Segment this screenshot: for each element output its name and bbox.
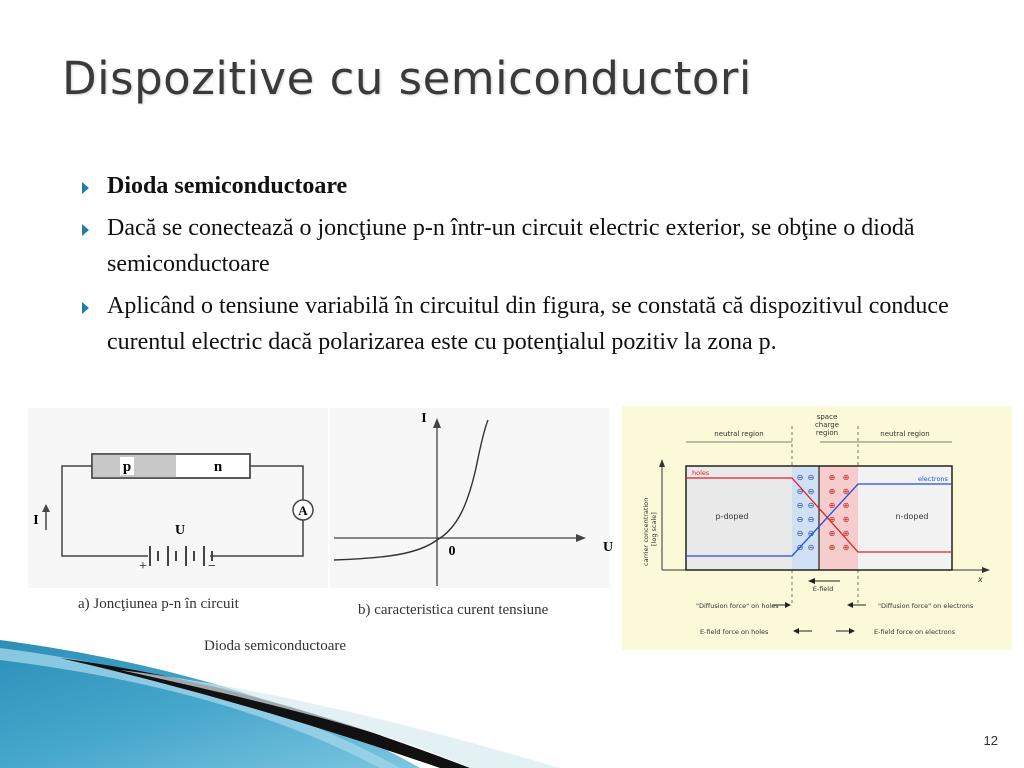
graph-x-label: U bbox=[603, 540, 613, 555]
electrons-line bbox=[686, 483, 952, 557]
holes-label: holes bbox=[692, 469, 710, 477]
svg-text:⊕: ⊕ bbox=[843, 515, 850, 524]
svg-text:⊕: ⊕ bbox=[829, 543, 836, 552]
caption-a: a) Joncţiunea p-n în circuit bbox=[78, 596, 240, 612]
svg-text:⊕: ⊕ bbox=[829, 515, 836, 524]
svg-text:⊕: ⊕ bbox=[843, 501, 850, 510]
arrow-left-icon bbox=[793, 628, 799, 634]
bullet-text: Aplicând o tensiune variabilă în circuit… bbox=[107, 293, 949, 355]
svg-text:⊕: ⊕ bbox=[829, 487, 836, 496]
graph-origin-label: 0 bbox=[449, 544, 456, 559]
svg-text:⊖: ⊖ bbox=[808, 543, 815, 552]
voltage-label: U bbox=[175, 523, 185, 538]
bullet-arrow-icon bbox=[82, 302, 89, 314]
diagram-y-label-2: [log scale] bbox=[650, 512, 658, 546]
ammeter-label: A bbox=[298, 503, 308, 518]
electrons-label: electrons bbox=[918, 475, 949, 483]
svg-text:⊕: ⊕ bbox=[843, 487, 850, 496]
space-charge-label-1: space bbox=[817, 413, 838, 421]
current-label: I bbox=[33, 513, 38, 528]
circuit-wire bbox=[61, 465, 148, 557]
space-charge-label-3: region bbox=[816, 429, 838, 437]
svg-text:⊕: ⊕ bbox=[829, 501, 836, 510]
caption-b: b) caracteristica curent tensiune bbox=[358, 602, 549, 618]
p-doped-region bbox=[686, 466, 792, 570]
n-doped-region bbox=[858, 466, 952, 570]
graph-panel bbox=[330, 408, 610, 588]
plus-label: + bbox=[139, 559, 147, 574]
diagram-y-label-1: carrier concentration bbox=[642, 498, 650, 566]
bullet-arrow-icon bbox=[82, 224, 89, 236]
page-number: 12 bbox=[983, 733, 998, 748]
negative-ions: ⊖⊖ ⊖⊖ ⊖⊖ ⊖⊖ ⊖⊖ ⊖⊖ bbox=[797, 473, 815, 552]
circuit-wire bbox=[210, 520, 304, 557]
diffusion-electrons-label: "Diffusion force" on electrons bbox=[878, 602, 974, 610]
svg-text:⊖: ⊖ bbox=[808, 529, 815, 538]
battery-icon bbox=[149, 546, 213, 566]
bullet-arrow-icon bbox=[82, 182, 89, 194]
diode-figure: p n A U + − I I U 0 a) Joncţiunea p-n în… bbox=[28, 408, 613, 654]
svg-text:⊕: ⊕ bbox=[829, 473, 836, 482]
space-charge-label-2: charge bbox=[815, 421, 839, 429]
bullet-item: Aplicând o tensiune variabilă în circuit… bbox=[80, 288, 1000, 360]
svg-text:⊖: ⊖ bbox=[797, 501, 804, 510]
neutral-region-left: neutral region bbox=[714, 430, 763, 438]
diagram-x-label: x bbox=[977, 575, 983, 584]
svg-text:⊕: ⊕ bbox=[843, 473, 850, 482]
p-doped-label: p-doped bbox=[715, 512, 748, 521]
svg-text:⊖: ⊖ bbox=[797, 487, 804, 496]
svg-text:⊖: ⊖ bbox=[808, 515, 815, 524]
bullet-text: Dioda semiconductoare bbox=[107, 173, 348, 199]
graph-y-label: I bbox=[421, 411, 426, 426]
svg-text:⊕: ⊕ bbox=[843, 543, 850, 552]
svg-text:⊖: ⊖ bbox=[808, 487, 815, 496]
neutral-region-right: neutral region bbox=[880, 430, 929, 438]
ammeter-icon bbox=[292, 499, 314, 521]
svg-text:⊖: ⊖ bbox=[808, 473, 815, 482]
page-title: Dispozitive cu semiconductori bbox=[62, 52, 752, 105]
arrow-left-icon bbox=[847, 602, 853, 608]
n-label: n bbox=[214, 459, 223, 475]
svg-text:⊕: ⊕ bbox=[843, 529, 850, 538]
holes-line bbox=[686, 477, 952, 553]
svg-text:⊖: ⊖ bbox=[797, 473, 804, 482]
bullet-item: Dioda semiconductoare bbox=[80, 168, 1000, 204]
efield-holes-label: E-field force on holes bbox=[700, 628, 769, 636]
bullet-list: Dioda semiconductoare Dacă se conectează… bbox=[80, 168, 1000, 366]
depletion-positive bbox=[819, 466, 858, 570]
caption-main: Dioda semiconductoare bbox=[204, 638, 346, 654]
diffusion-holes-label: "Diffusion force" on holes bbox=[696, 602, 779, 610]
efield-electrons-label: E-field force on electrons bbox=[874, 628, 956, 636]
circuit-panel bbox=[28, 408, 328, 588]
svg-text:⊖: ⊖ bbox=[808, 501, 815, 510]
pn-junction-diagram: neutral region space charge region neutr… bbox=[622, 406, 1012, 650]
svg-text:⊕: ⊕ bbox=[829, 529, 836, 538]
svg-text:⊖: ⊖ bbox=[797, 529, 804, 538]
bullet-item: Dacă se conectează o joncţiune p-n într-… bbox=[80, 210, 1000, 282]
svg-text:⊖: ⊖ bbox=[797, 515, 804, 524]
p-label: p bbox=[123, 459, 131, 475]
efield-label: E-field bbox=[813, 585, 833, 593]
iv-curve bbox=[333, 419, 489, 561]
bullet-text: Dacă se conectează o joncţiune p-n într-… bbox=[107, 215, 915, 277]
arrow-right-icon bbox=[785, 602, 791, 608]
minus-label: − bbox=[208, 559, 216, 574]
n-doped-label: n-doped bbox=[895, 512, 928, 521]
arrow-right-icon bbox=[849, 628, 855, 634]
positive-ions: ⊕ ⊕ ⊕ ⊕ ⊕ ⊕ ⊕ ⊕ ⊕ ⊕ ⊕ ⊕ bbox=[829, 473, 850, 552]
circuit-wire bbox=[250, 465, 304, 500]
